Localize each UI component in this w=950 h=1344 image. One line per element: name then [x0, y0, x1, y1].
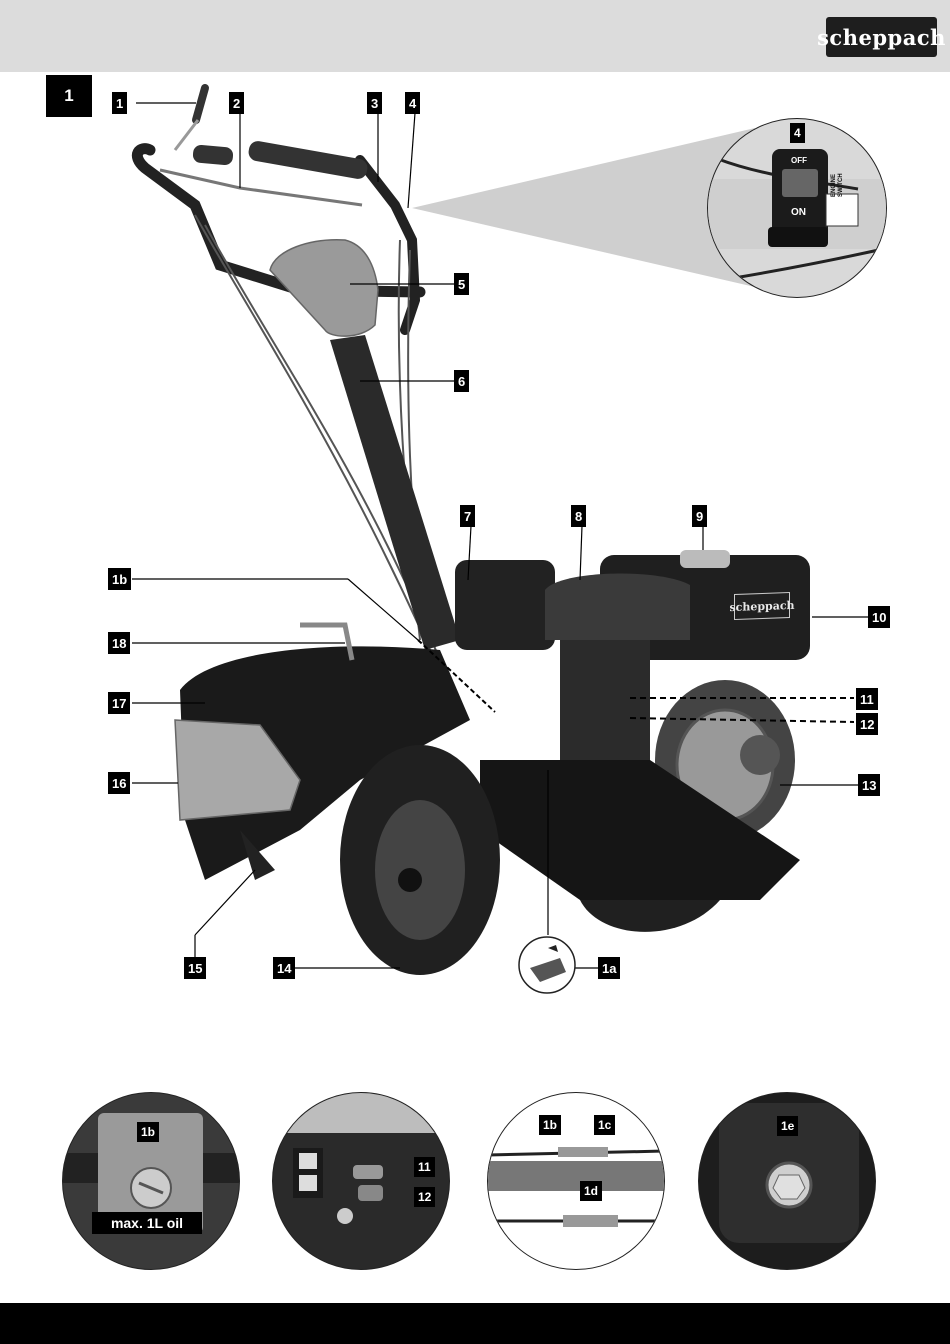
callout-12: 12 — [856, 713, 878, 735]
detail-cables-label-1c: 1c — [594, 1115, 615, 1135]
callout-2: 2 — [229, 92, 244, 114]
detail-oil-art — [63, 1093, 240, 1270]
detail-circle-cables — [487, 1092, 665, 1270]
oil-capacity-caption: max. 1L oil — [92, 1212, 202, 1234]
detail-cables-label-1d: 1d — [580, 1181, 602, 1201]
callout-1a: 1a — [598, 957, 620, 979]
callout-1: 1 — [112, 92, 127, 114]
callout-1b: 1b — [108, 568, 131, 590]
callout-9: 9 — [692, 505, 707, 527]
detail-levers-label-12: 12 — [414, 1187, 435, 1207]
callout-7: 7 — [460, 505, 475, 527]
detail-circle-levers — [272, 1092, 450, 1270]
detail-cables-label-1b: 1b — [539, 1115, 561, 1135]
detail-circle-oil — [62, 1092, 240, 1270]
engine-cover-logo: scheppach — [734, 592, 790, 620]
switch-on-text: ON — [791, 207, 806, 218]
callout-label-4-detail: 4 — [790, 123, 805, 143]
detail-cables-art — [488, 1093, 665, 1270]
callout-16: 16 — [108, 772, 130, 794]
switch-off-text: OFF — [791, 156, 807, 165]
callout-17: 17 — [108, 692, 130, 714]
callout-14: 14 — [273, 957, 295, 979]
callout-15: 15 — [184, 957, 206, 979]
switch-side-text: ENGINE SWITCH — [831, 173, 845, 197]
callout-3: 3 — [367, 92, 382, 114]
callout-10: 10 — [868, 606, 890, 628]
detail-levers-art — [273, 1093, 450, 1270]
callout-6: 6 — [454, 370, 469, 392]
detail-levers-label-11: 11 — [414, 1157, 435, 1177]
page-footer — [0, 1303, 950, 1344]
callout-13: 13 — [858, 774, 880, 796]
callout-18: 18 — [108, 632, 130, 654]
callout-5: 5 — [454, 273, 469, 295]
callout-4: 4 — [405, 92, 420, 114]
detail-drain-label: 1e — [777, 1116, 798, 1136]
callout-8: 8 — [571, 505, 586, 527]
detail-oil-label: 1b — [137, 1122, 159, 1142]
callout-11: 11 — [856, 688, 878, 710]
